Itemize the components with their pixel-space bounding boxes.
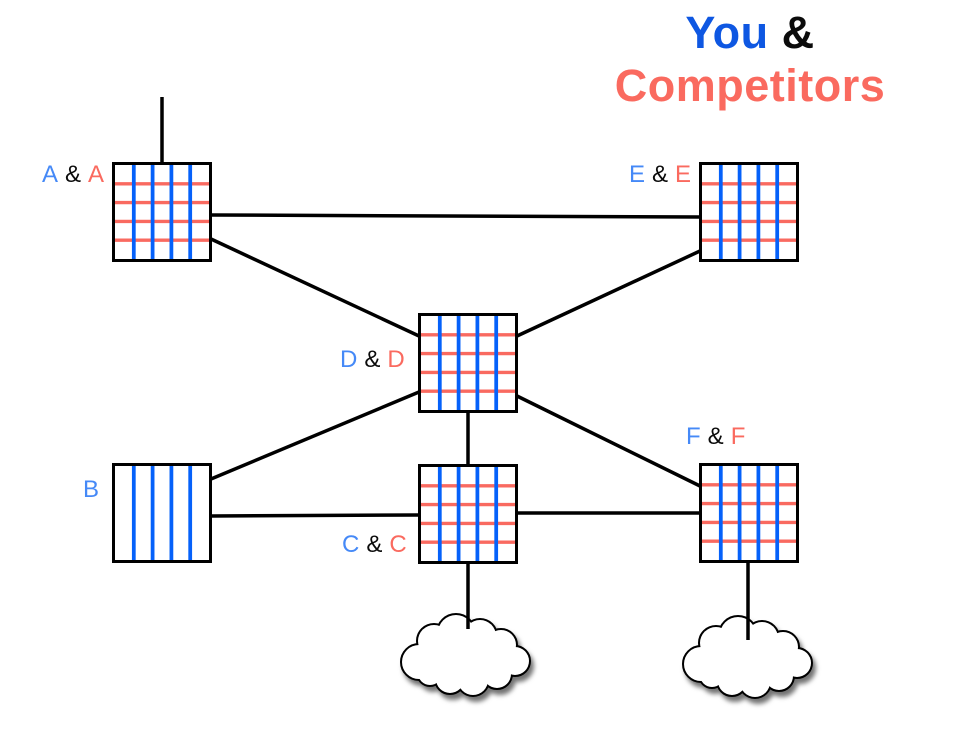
node-a-grid bbox=[115, 165, 209, 259]
title-ampersand: & bbox=[781, 7, 815, 58]
label-c-you: C bbox=[342, 531, 360, 558]
label-d-you: D bbox=[340, 346, 358, 373]
node-b bbox=[112, 463, 212, 563]
diagram-title: You & Competitors bbox=[560, 6, 940, 112]
title-line-1: You & bbox=[560, 6, 940, 59]
edge-d-f bbox=[516, 394, 701, 488]
node-d bbox=[418, 313, 518, 413]
node-e-grid bbox=[702, 165, 796, 259]
edge-a-e bbox=[210, 213, 701, 219]
edge-a-d bbox=[210, 237, 420, 338]
label-f-amp: & bbox=[707, 423, 724, 450]
label-e-you: E bbox=[629, 161, 646, 188]
label-a-you: A bbox=[42, 161, 59, 188]
node-f-grid bbox=[702, 466, 796, 560]
label-e-competitor: E bbox=[675, 161, 692, 188]
edge-d-e bbox=[516, 249, 701, 338]
label-a-amp: & bbox=[65, 161, 82, 188]
cloud-right bbox=[682, 615, 813, 699]
node-f bbox=[699, 463, 799, 563]
label-node-d: D&D bbox=[340, 347, 405, 372]
title-competitors: Competitors bbox=[614, 60, 886, 111]
label-f-competitor: F bbox=[730, 423, 746, 450]
label-c-competitor: C bbox=[389, 531, 407, 558]
label-a-competitor: A bbox=[88, 161, 105, 188]
node-b-grid bbox=[131, 466, 193, 560]
node-c-grid bbox=[421, 467, 515, 561]
label-b-you: B bbox=[83, 476, 100, 503]
label-node-c: C&C bbox=[342, 532, 407, 557]
label-node-e: E&E bbox=[629, 162, 691, 187]
label-node-a: A&A bbox=[42, 162, 104, 187]
label-e-amp: & bbox=[652, 161, 669, 188]
edge-b-d bbox=[210, 390, 420, 481]
title-you: You bbox=[685, 7, 769, 58]
label-f-you: F bbox=[686, 423, 701, 450]
edge-b-c bbox=[210, 513, 420, 518]
label-c-amp: & bbox=[366, 531, 383, 558]
node-a bbox=[112, 162, 212, 262]
label-node-b: B bbox=[83, 477, 99, 502]
node-d-grid bbox=[421, 316, 515, 410]
node-e bbox=[699, 162, 799, 262]
label-d-amp: & bbox=[364, 346, 381, 373]
cloud-left bbox=[400, 613, 531, 697]
label-d-competitor: D bbox=[387, 346, 405, 373]
node-c bbox=[418, 464, 518, 564]
label-node-f: F&F bbox=[686, 424, 745, 449]
